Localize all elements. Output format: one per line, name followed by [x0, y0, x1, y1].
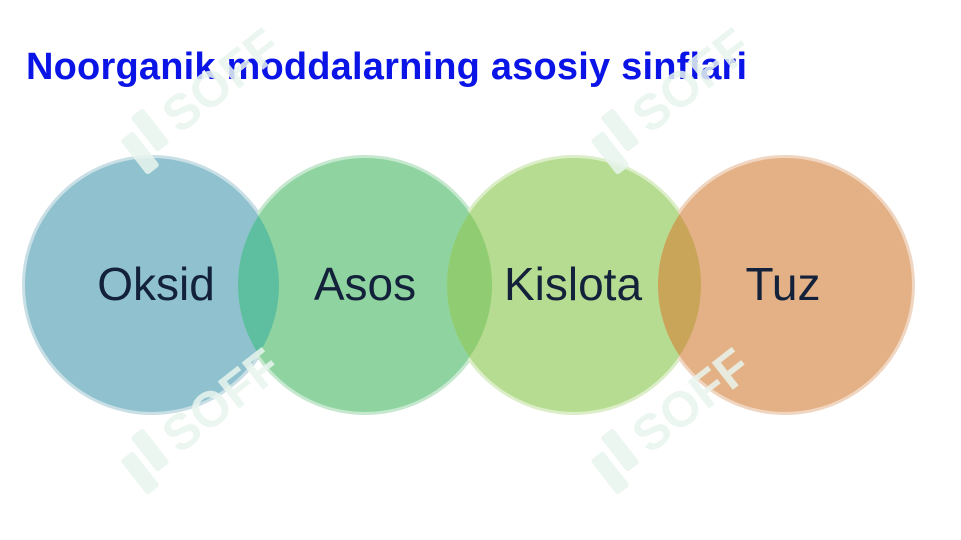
circle-oksid — [25, 158, 279, 412]
circle-label-tuz: Tuz — [746, 258, 821, 310]
slide-title: Noorganik moddalarning asosiy sinflari — [26, 46, 748, 88]
circle-label-kislota: Kislota — [504, 258, 642, 310]
circle-label-oksid: Oksid — [97, 258, 215, 310]
circle-label-asos: Asos — [314, 258, 416, 310]
circle-tuz — [658, 158, 912, 412]
circle-kislota — [447, 158, 701, 412]
circle-asos — [238, 158, 492, 412]
